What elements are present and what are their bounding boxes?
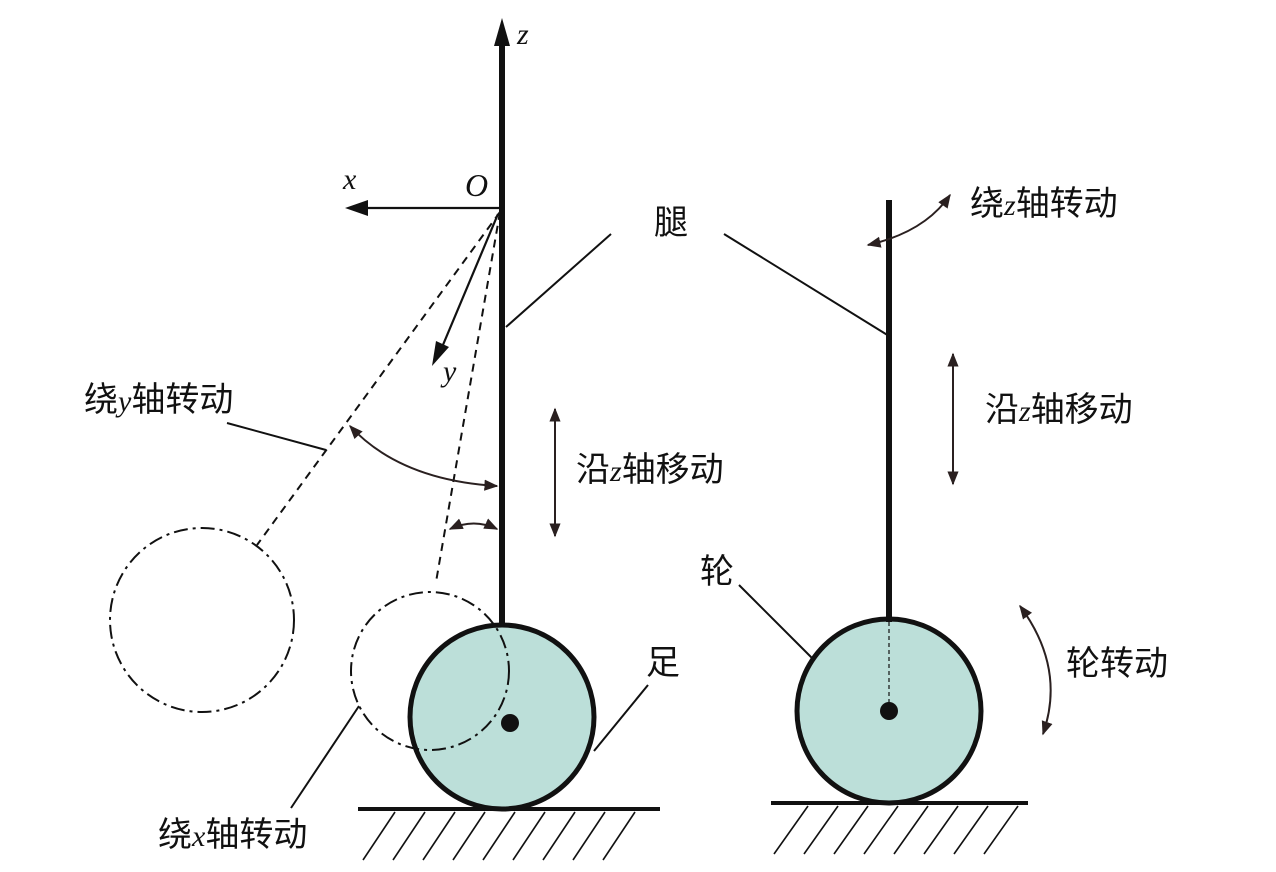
wheel-label: 轮 — [700, 552, 734, 592]
leg-leader-right — [723, 233, 890, 337]
z-axis-label: z — [516, 18, 529, 51]
rotate-x-leader-line — [290, 705, 360, 809]
foot-label: 足 — [646, 643, 680, 683]
leg-label: 腿 — [654, 203, 688, 243]
left-foot-wheel — [407, 622, 597, 812]
left-ghost-leg-near — [435, 211, 501, 583]
wheel-rotate-label: 轮转动 — [1066, 644, 1168, 684]
slide-z-left-label: 沿z轴移动 — [576, 450, 724, 490]
rotate-z-label: 绕z轴转动 — [970, 184, 1118, 224]
right-ground-hatching — [773, 805, 1019, 855]
right-mechanism: 绕z轴转动 沿z轴移动 轮 轮转动 — [700, 184, 1168, 855]
left-rotated-foot-ghost-near — [350, 591, 510, 751]
foot-leader-line — [593, 684, 649, 752]
x-axis-label: x — [342, 163, 357, 196]
rotate-y-arc-arrow — [349, 424, 499, 491]
rotate-y-leader-line — [226, 422, 327, 451]
rotate-x-label: 绕x轴转动 — [158, 815, 307, 855]
left-ghost-leg-far — [256, 211, 501, 546]
rotate-y-label: 绕y轴转动 — [84, 380, 233, 420]
x-axis-arrowhead — [345, 200, 368, 216]
y-axis-arrowhead — [432, 341, 449, 366]
y-axis — [438, 213, 500, 353]
left-mechanism: z x O y 绕y轴转动 沿z轴移动 足 绕x轴转动 — [84, 18, 724, 861]
slide-z-right-label: 沿z轴移动 — [985, 390, 1133, 430]
left-ground-hatching — [362, 811, 636, 861]
y-axis-label: y — [440, 355, 457, 388]
leg-leader-left — [505, 233, 612, 328]
rotate-x-small-arrow — [448, 518, 499, 530]
left-wheel-hub — [501, 714, 519, 732]
rotate-z-arc-arrow — [866, 193, 951, 248]
right-wheel-hub — [880, 702, 898, 720]
left-rotated-foot-ghost-far — [109, 527, 295, 713]
wheel-rotate-arc-arrow — [1019, 604, 1053, 736]
z-axis-arrowhead — [494, 18, 510, 46]
wheel-leader-line — [738, 584, 813, 659]
origin-label: O — [465, 167, 488, 203]
leg-label-group: 腿 — [505, 203, 890, 337]
